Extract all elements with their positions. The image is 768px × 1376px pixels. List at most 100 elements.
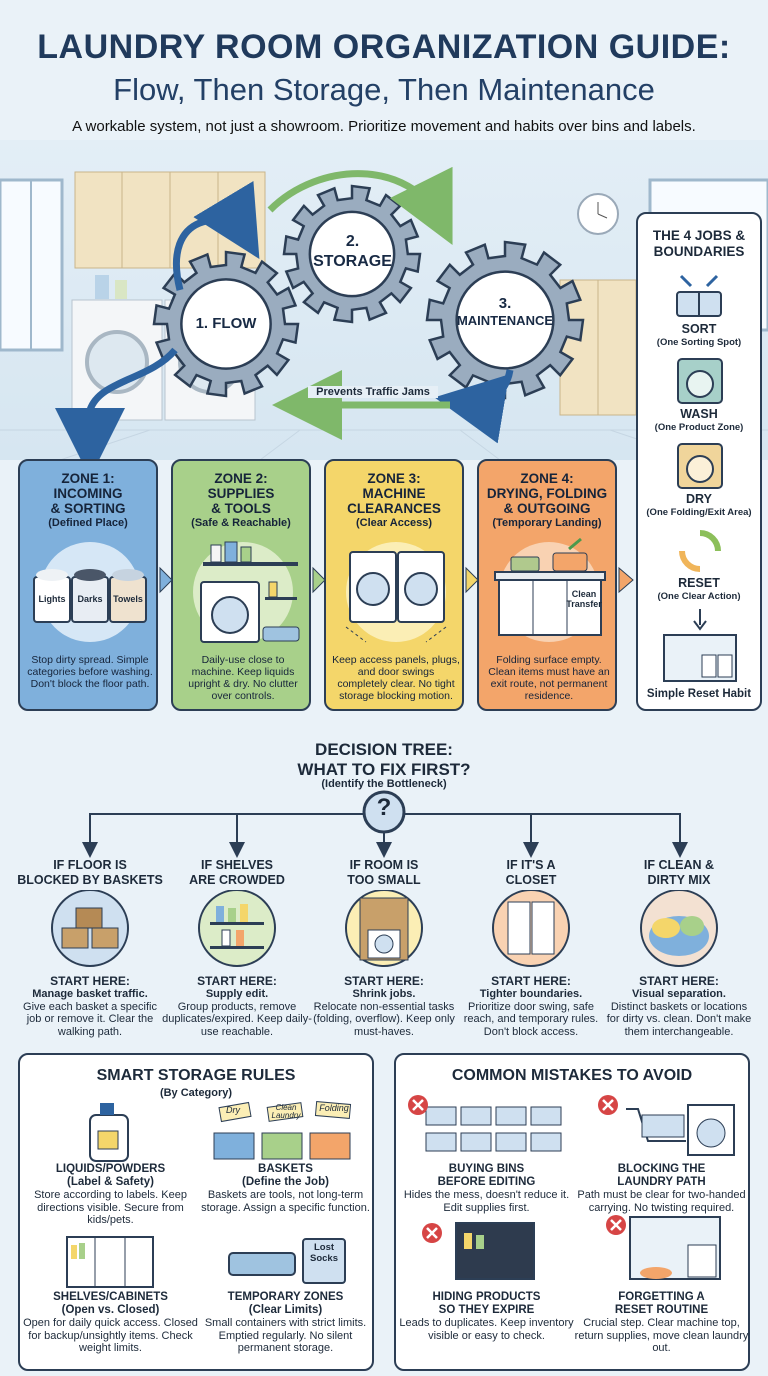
supplies-shelf-icon <box>193 541 300 643</box>
rule-title: BASKETS (Define the Job) <box>242 1163 329 1188</box>
four-jobs-panel: THE 4 JOBS & BOUNDARIES SORT (One Sortin… <box>636 212 762 711</box>
zone-subtitle: (Defined Place) <box>48 517 128 529</box>
branch-start-here: START HERE: <box>50 974 130 988</box>
messy-room-icon <box>629 1216 721 1280</box>
mistake-icons <box>408 1095 735 1280</box>
mistake-desc: Leads to duplicates. Keep inventory visi… <box>399 1317 574 1342</box>
mistake-desc: Hides the mess, doesn't reduce it. Edit … <box>403 1189 570 1214</box>
page-subtitle-title: Flow, Then Storage, Then Maintenance <box>113 72 655 107</box>
traffic-arrow-label: Prevents Traffic Jams <box>308 386 438 398</box>
dryer-icon <box>677 443 723 489</box>
branch-desc: Distinct baskets or locations for dirty … <box>606 1000 752 1038</box>
gears-diagram <box>55 166 585 460</box>
mistake-title: HIDING PRODUCTS SO THEY EXPIRE <box>432 1291 541 1316</box>
branch-lead: Shrink jobs. <box>352 988 416 1000</box>
branch-title: IF IT'S A CLOSET <box>505 858 557 887</box>
zone-description: Daily-use close to machine. Keep liquids… <box>188 654 298 702</box>
job-reset-sub: (One Clear Action) <box>657 591 741 602</box>
rule-title: LIQUIDS/POWDERS (Label & Safety) <box>55 1163 166 1188</box>
cart-washer-icon <box>626 1104 735 1156</box>
job-dry-sub: (One Folding/Exit Area) <box>646 507 752 518</box>
gear-maintenance-number: 3. <box>498 295 512 312</box>
tag-clean-laundry: Clean Laundry <box>271 1103 301 1120</box>
branch-lead: Tighter boundaries. <box>479 988 583 1000</box>
mistake-title: BLOCKING THE LAUNDRY PATH <box>617 1163 706 1188</box>
bin-label-darks: Darks <box>77 594 103 604</box>
zone-title: ZONE 3: MACHINE CLEARANCES <box>347 471 441 516</box>
zone-machine-clearances: ZONE 3: MACHINE CLEARANCES (Clear Access… <box>324 459 464 711</box>
job-wash-sub: (One Product Zone) <box>654 422 744 433</box>
error-x-icon <box>408 1095 428 1115</box>
branch-title: IF CLEAN & DIRTY MIX <box>643 858 715 887</box>
branch-start-here: START HERE: <box>491 974 571 988</box>
smart-storage-panel: SMART STORAGE RULES (By Category) Dry Cl… <box>18 1053 374 1371</box>
rule-liquids: LIQUIDS/POWDERS (Label & Safety) Store a… <box>23 1163 198 1227</box>
zone-description: Keep access panels, plugs, and door swin… <box>332 654 460 702</box>
rule-desc: Open for daily quick access. Closed for … <box>23 1317 198 1354</box>
mixed-laundry-icon <box>640 890 718 967</box>
gear-storage-label: STORAGE <box>313 253 392 270</box>
clean-transfer-label: Clean Transfer <box>566 589 602 609</box>
tidy-room-icon <box>663 609 737 682</box>
decision-tree-title: DECISION TREE: WHAT TO FIX FIRST? <box>297 740 471 779</box>
mistake-title: FORGETTING A RESET ROUTINE <box>614 1291 709 1316</box>
page-title: LAUNDRY ROOM ORGANIZATION GUIDE: <box>37 28 731 66</box>
zone-title: ZONE 1: INCOMING & SORTING <box>50 471 126 516</box>
rule-desc: Baskets are tools, not long-term storage… <box>201 1189 370 1214</box>
question-icon: ? <box>376 794 392 821</box>
stacked-bins-icon <box>425 1106 562 1152</box>
rule-desc: Store according to labels. Keep directio… <box>34 1189 187 1226</box>
detergent-bottle-icon <box>89 1103 129 1162</box>
zone-supplies-tools: ZONE 2: SUPPLIES & TOOLS (Safe & Reachab… <box>171 459 311 711</box>
zone-drying-folding-outgoing: ZONE 4: DRYING, FOLDING & OUTGOING (Temp… <box>477 459 617 711</box>
branch-desc: Group products, remove duplicates/expire… <box>162 1000 312 1038</box>
decision-tree-branches <box>82 790 688 858</box>
error-x-icon <box>606 1215 626 1235</box>
branch-floor-blocked: IF FLOOR IS BLOCKED BY BASKETS START HER… <box>15 858 165 1038</box>
mistake-blocking-path: BLOCKING THE LAUNDRY PATH Path must be c… <box>574 1163 749 1214</box>
rule-shelves: SHELVES/CABINETS (Open vs. Closed) Open … <box>23 1291 198 1355</box>
jobs-footer: Simple Reset Habit <box>646 688 752 700</box>
zone-subtitle: (Temporary Landing) <box>492 517 602 529</box>
zone-title: ZONE 2: SUPPLIES & TOOLS <box>207 471 275 516</box>
mistake-title: BUYING BINS BEFORE EDITING <box>437 1163 536 1188</box>
branch-room-small: IF ROOM IS TOO SMALL START HERE: Shrink … <box>309 858 459 1038</box>
gear-flow-label: 1. FLOW <box>195 315 257 332</box>
gear-maintenance-label: MAINTENANCE <box>456 313 554 328</box>
page-tagline: A workable system, not just a showroom. … <box>72 118 696 135</box>
sort-bin-icon <box>676 274 722 317</box>
temporary-bin-icon <box>228 1238 346 1284</box>
mistakes-title: COMMON MISTAKES TO AVOID <box>451 1067 693 1084</box>
mistake-forgetting-reset: FORGETTING A RESET ROUTINE Crucial step.… <box>574 1291 749 1355</box>
dark-cabinet-icon <box>455 1222 535 1280</box>
branch-start-here: START HERE: <box>344 974 424 988</box>
branch-desc: Relocate non-essential tasks (folding, o… <box>313 1000 455 1038</box>
bin-label-lights: Lights <box>38 594 66 604</box>
branch-lead: Manage basket traffic. <box>32 988 148 1000</box>
job-dry: DRY <box>686 492 712 506</box>
mistake-buying-bins: BUYING BINS BEFORE EDITING Hides the mes… <box>399 1163 574 1214</box>
zone-title: ZONE 4: DRYING, FOLDING & OUTGOING <box>486 471 608 516</box>
branch-lead: Supply edit. <box>205 988 269 1000</box>
crowded-shelf-icon <box>198 890 276 967</box>
job-sort-sub: (One Sorting Spot) <box>656 337 742 348</box>
mistake-hiding-products: HIDING PRODUCTS SO THEY EXPIRE Leads to … <box>399 1291 574 1342</box>
rule-baskets: BASKETS (Define the Job) Baskets are too… <box>198 1163 373 1214</box>
storage-subtitle: (By Category) <box>159 1087 233 1099</box>
zone-incoming-sorting: ZONE 1: INCOMING & SORTING (Defined Plac… <box>18 459 158 711</box>
gear-maintenance-icon-hub <box>455 270 555 370</box>
storage-title: SMART STORAGE RULES <box>96 1067 296 1084</box>
labeled-baskets-icon <box>213 1101 352 1160</box>
washer-dryer-icon <box>345 542 447 643</box>
decision-tree-subtitle: (Identify the Bottleneck) <box>321 778 447 790</box>
branch-clean-dirty-mix: IF CLEAN & DIRTY MIX START HERE: Visual … <box>604 858 754 1038</box>
branch-start-here: START HERE: <box>639 974 719 988</box>
baskets-icon <box>51 890 129 967</box>
rule-temporary: TEMPORARY ZONES (Clear Limits) Small con… <box>198 1291 373 1355</box>
rule-title: SHELVES/CABINETS (Open vs. Closed) <box>53 1291 168 1316</box>
closet-doors-icon <box>492 890 570 967</box>
zone-description: Stop dirty spread. Simple categories bef… <box>27 654 153 690</box>
job-wash: WASH <box>680 407 718 421</box>
branch-title: IF FLOOR IS BLOCKED BY BASKETS <box>17 858 163 887</box>
washer-icon <box>677 358 723 404</box>
